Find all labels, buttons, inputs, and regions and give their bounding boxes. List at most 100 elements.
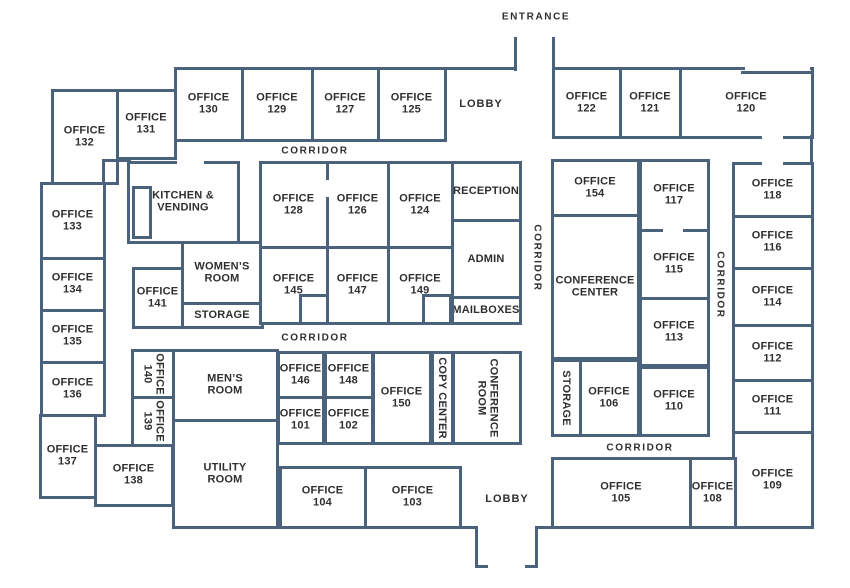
- room-office-134: OFFICE 134: [39, 256, 106, 312]
- room-office-106-label: OFFICE 106: [588, 385, 630, 410]
- room-office-101-label: OFFICE 101: [279, 407, 322, 432]
- room-office-102: OFFICE 102: [323, 395, 374, 445]
- room-office-125: OFFICE 125: [376, 66, 447, 142]
- room-office-148-label: OFFICE 148: [327, 362, 370, 387]
- room-office-145-label: OFFICE 145: [272, 272, 315, 297]
- corridor-north-label: CORRIDOR: [281, 145, 349, 157]
- corridor-west-side-wall: [102, 159, 105, 184]
- room-office-101: OFFICE 101: [276, 395, 325, 445]
- room-office-130-label: OFFICE 130: [187, 91, 230, 116]
- lobby-south-label: LOBBY: [485, 493, 529, 505]
- room-utility-room: UTILITY ROOM: [171, 418, 279, 529]
- room-office-115-label: OFFICE 115: [653, 251, 695, 276]
- room-office-113-label: OFFICE 113: [653, 319, 695, 344]
- room-reception: RECEPTION: [450, 160, 522, 222]
- room-mailboxes: MAILBOXES: [450, 295, 522, 325]
- room-admin-label: ADMIN: [467, 252, 505, 265]
- room-office-120-label: OFFICE 120: [725, 90, 767, 115]
- room-office-125-label: OFFICE 125: [390, 91, 433, 116]
- room-office-132: OFFICE 132: [50, 88, 119, 185]
- room-office-127-label: OFFICE 127: [324, 91, 366, 116]
- room-storage-east: STORAGE: [550, 358, 582, 437]
- room-office-133: OFFICE 133: [39, 181, 106, 260]
- entrance-label: ENTRANCE: [501, 11, 571, 23]
- room-storage-west-label: STORAGE: [194, 308, 250, 321]
- room-office-121-label: OFFICE 121: [629, 90, 671, 115]
- room-conference-center: CONFERENCE CENTER: [550, 213, 640, 360]
- entrance-west-wall: [514, 37, 517, 71]
- room-office-118-label: OFFICE 118: [751, 177, 794, 202]
- outer-east-gap-wall: [810, 135, 813, 165]
- room-office-124: OFFICE 124: [386, 160, 454, 249]
- room-office-116-label: OFFICE 116: [751, 229, 794, 254]
- room-office-112-label: OFFICE 112: [751, 340, 794, 365]
- room-office-140-label: OFFICE 140: [140, 352, 165, 395]
- room-office-109-label: OFFICE 109: [751, 467, 794, 492]
- room-office-146: OFFICE 146: [276, 350, 325, 399]
- lobby-south-west-wall: [458, 526, 478, 529]
- room-office-117-label: OFFICE 117: [653, 182, 695, 207]
- room-storage-east-label: STORAGE: [560, 369, 573, 426]
- vestibule-east-wall: [535, 526, 538, 568]
- room-office-134-label: OFFICE 134: [51, 271, 94, 296]
- room-reception-label: RECEPTION: [453, 184, 519, 197]
- room-office-137: OFFICE 137: [38, 413, 97, 499]
- room-womens-room-label: WOMEN’S ROOM: [194, 260, 250, 285]
- room-office-139: OFFICE 139: [130, 395, 175, 447]
- room-office-147: OFFICE 147: [325, 245, 390, 325]
- room-office-141: OFFICE 141: [131, 266, 184, 329]
- lobby-south-east-wall: [535, 526, 554, 529]
- room-office-122: OFFICE 122: [551, 66, 622, 139]
- room-office-145: OFFICE 145: [258, 245, 329, 325]
- room-office-150: OFFICE 150: [371, 350, 432, 445]
- room-office-105: OFFICE 105: [550, 456, 692, 529]
- room-office-140: OFFICE 140: [130, 348, 175, 399]
- room-office-111-label: OFFICE 111: [751, 393, 794, 418]
- room-office-113: OFFICE 113: [638, 296, 710, 367]
- room-office-111: OFFICE 111: [731, 378, 814, 434]
- room-office-103: OFFICE 103: [363, 465, 462, 529]
- room-office-154-label: OFFICE 154: [574, 175, 616, 200]
- door-kitchen: [177, 159, 204, 166]
- room-office-102-label: OFFICE 102: [327, 407, 370, 432]
- room-office-115: OFFICE 115: [638, 228, 710, 300]
- room-office-135: OFFICE 135: [39, 308, 106, 364]
- cover-120-top-notch: [745, 63, 810, 70]
- corridor-middle-label: CORRIDOR: [281, 332, 349, 344]
- room-office-129: OFFICE 129: [240, 66, 314, 142]
- room-office-114-label: OFFICE 114: [751, 284, 794, 309]
- room-office-131: OFFICE 131: [115, 88, 177, 160]
- door-117-115: [663, 227, 683, 234]
- room-office-109: OFFICE 109: [731, 430, 814, 529]
- room-utility-room-label: UTILITY ROOM: [203, 461, 247, 486]
- room-office-118: OFFICE 118: [731, 161, 814, 218]
- room-office-133-label: OFFICE 133: [51, 208, 94, 233]
- room-office-124-label: OFFICE 124: [399, 192, 441, 217]
- room-copy-center: COPY CENTER: [430, 350, 454, 445]
- room-admin: ADMIN: [450, 218, 522, 299]
- room-office-135-label: OFFICE 135: [51, 323, 94, 348]
- room-office-126-label: OFFICE 126: [336, 192, 379, 217]
- door-128-126: [325, 180, 332, 197]
- room-office-112: OFFICE 112: [731, 323, 814, 382]
- room-office-139-label: OFFICE 139: [140, 400, 165, 442]
- room-alcove-145: [298, 293, 329, 325]
- room-office-130: OFFICE 130: [173, 66, 244, 142]
- room-office-105-label: OFFICE 105: [600, 480, 642, 505]
- room-kitchen-closet: [131, 185, 152, 239]
- room-office-128: OFFICE 128: [258, 160, 329, 249]
- room-office-110: OFFICE 110: [638, 365, 710, 437]
- door-118-top: [762, 161, 783, 168]
- room-office-110-label: OFFICE 110: [653, 388, 695, 413]
- room-office-116: OFFICE 116: [731, 214, 814, 270]
- room-mailboxes-label: MAILBOXES: [452, 303, 520, 316]
- room-office-129-label: OFFICE 129: [256, 91, 298, 116]
- room-conference-room-label: CONFERENCE ROOM: [474, 357, 499, 438]
- vestibule-west-tick: [475, 565, 488, 568]
- room-office-148: OFFICE 148: [323, 350, 374, 399]
- corridor-west-top-wall: [103, 159, 131, 162]
- room-office-120: OFFICE 120: [678, 66, 814, 139]
- room-conference-center-label: CONFERENCE CENTER: [555, 274, 635, 299]
- room-alcove-149: [421, 293, 452, 325]
- room-office-127: OFFICE 127: [310, 66, 380, 142]
